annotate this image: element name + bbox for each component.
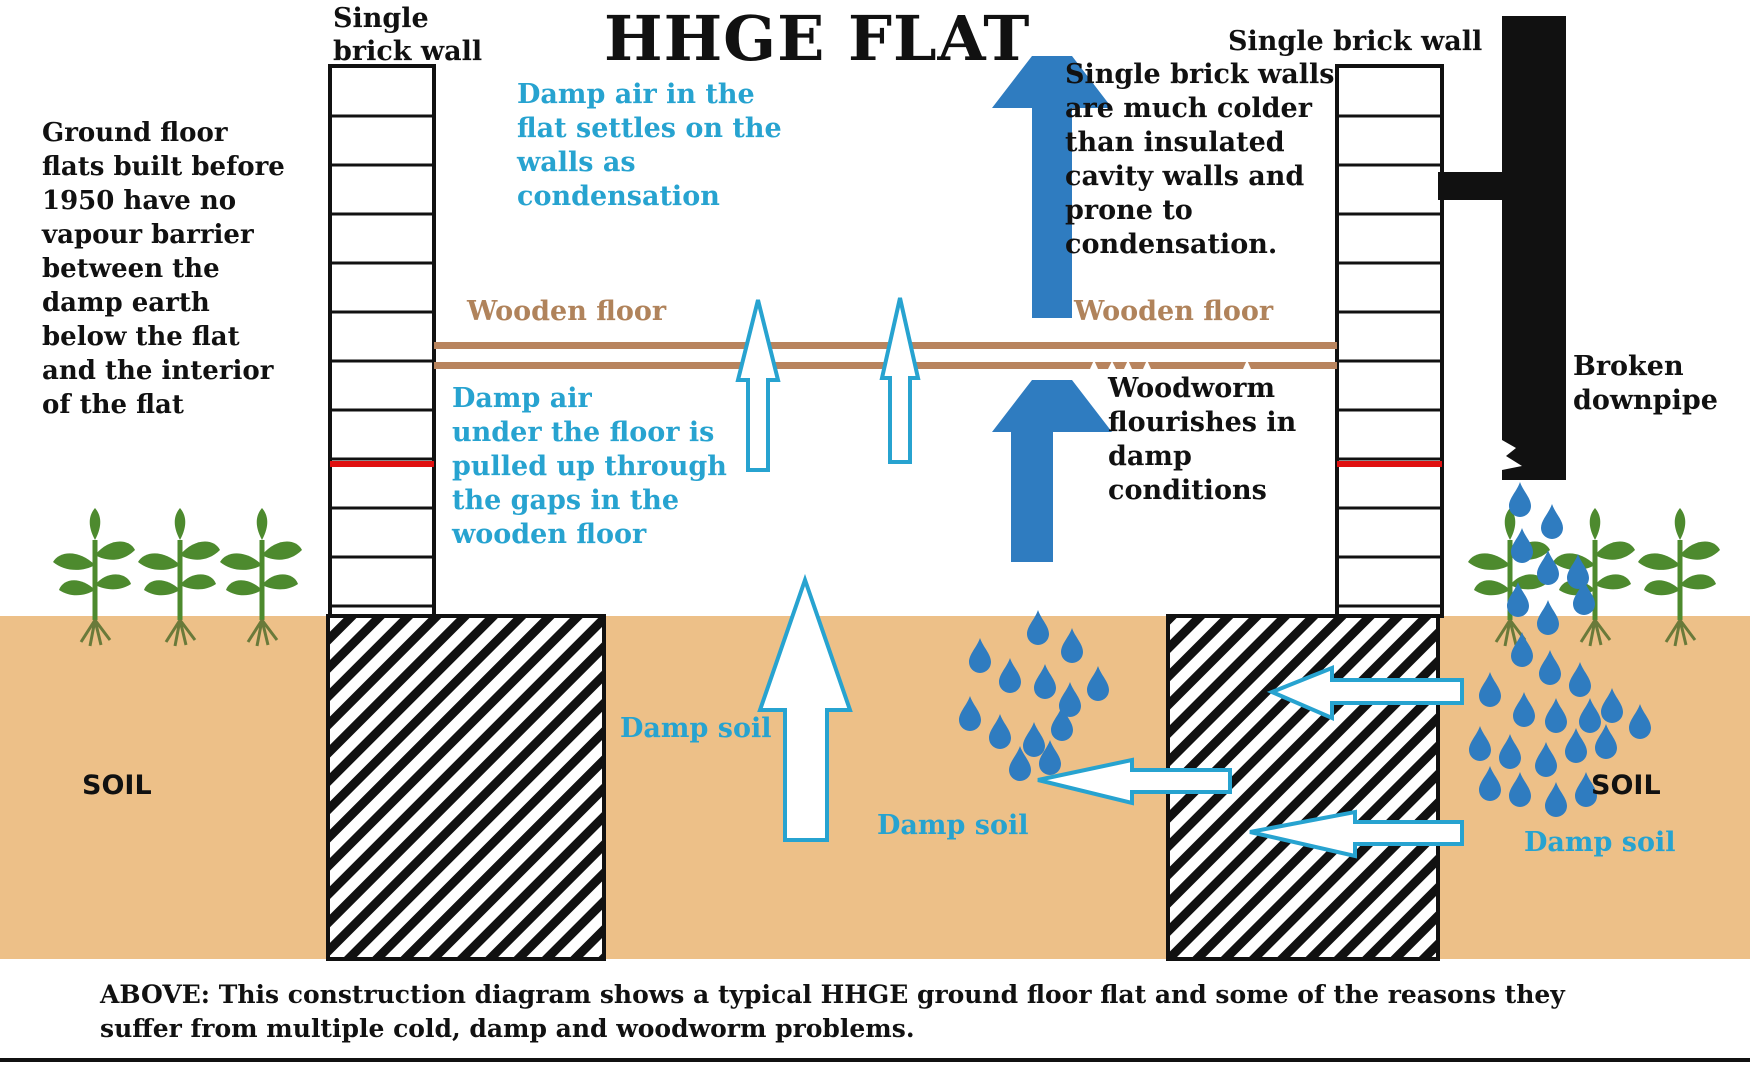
hollow-left-arrow-1 (1266, 665, 1464, 722)
left-brick-wall (328, 64, 436, 618)
hollow-up-arrow-soil (757, 573, 853, 842)
water-drop (1545, 782, 1567, 817)
water-drop (1061, 628, 1083, 663)
water-drop (999, 658, 1021, 693)
water-drop (1511, 528, 1533, 563)
water-drop (1629, 704, 1651, 739)
water-drop (1039, 740, 1061, 775)
soil-ground (0, 616, 1750, 959)
broken-downpipe (1438, 16, 1566, 480)
damp-soil-right-label: Damp soil (1524, 827, 1676, 858)
single-brick-walls-colder-note: Single brick walls are much colder than … (1065, 59, 1335, 260)
soil-left-label: SOIL (82, 770, 152, 801)
single-brick-wall-left-label: Single brick wall (333, 3, 483, 67)
blue-up-arrow-upper (992, 56, 1112, 318)
water-drop (1511, 632, 1533, 667)
water-drop (1545, 698, 1567, 733)
left-foundation (326, 614, 606, 961)
water-drop (1513, 692, 1535, 727)
soil-right-label: SOIL (1591, 770, 1661, 801)
woodworm-marks (1090, 360, 1251, 369)
damp-soil-center-label: Damp soil (620, 713, 772, 744)
water-drop (1579, 698, 1601, 733)
water-drop (1595, 724, 1617, 759)
single-brick-wall-right-label: Single brick wall (1228, 26, 1483, 57)
broken-downpipe-label: Broken downpipe (1573, 351, 1718, 416)
water-drop (1479, 672, 1501, 707)
water-drop (1034, 664, 1056, 699)
hollow-left-arrow-2 (1037, 757, 1232, 806)
water-drop (1087, 666, 1109, 701)
right-brick-wall (1335, 64, 1444, 618)
hollow-left-arrow-3 (1249, 809, 1464, 859)
water-drop (1569, 662, 1591, 697)
water-drop (1479, 766, 1501, 801)
water-drop (1601, 688, 1623, 723)
damp-air-under-floor-label: Damp air under the floor is pulled up th… (452, 383, 727, 550)
water-drop (1507, 582, 1529, 617)
water-drop (1051, 706, 1073, 741)
damp-soil-lower-label: Damp soil (877, 810, 1029, 841)
water-drop (1535, 742, 1557, 777)
water-drop (1469, 726, 1491, 761)
diagram-caption: ABOVE: This construction diagram shows a… (100, 980, 1565, 1043)
water-drop (1567, 554, 1589, 589)
hollow-up-arrow-floor-2 (879, 297, 921, 464)
water-drop (1027, 610, 1049, 645)
wooden-floor-left-label: Wooden floor (467, 296, 667, 327)
water-drop (1537, 550, 1559, 585)
bottom-rule (0, 1058, 1750, 1062)
water-drop (959, 696, 981, 731)
water-drop (1009, 746, 1031, 781)
water-drop (1575, 772, 1597, 807)
hollow-up-arrow-floor-1 (735, 299, 781, 472)
wooden-floor-top-board (434, 342, 1337, 349)
water-drop (1539, 650, 1561, 685)
woodworm-note: Woodworm flourishes in damp conditions (1108, 373, 1297, 506)
water-drop (969, 638, 991, 673)
water-drops (959, 482, 1651, 817)
water-drop (1565, 728, 1587, 763)
water-drop (1537, 600, 1559, 635)
blue-up-arrow-lower (992, 380, 1112, 562)
water-drop (1509, 772, 1531, 807)
water-drop (1573, 580, 1595, 615)
water-drop (1509, 482, 1531, 517)
water-drop (1541, 504, 1563, 539)
diagram-title: HHGE FLAT (604, 2, 1031, 75)
water-drop (1499, 734, 1521, 769)
wooden-floor-right-label: Wooden floor (1074, 296, 1274, 327)
water-drop (1059, 682, 1081, 717)
ground-floor-vapour-barrier-note: Ground floor flats built before 1950 hav… (42, 118, 285, 420)
water-drop (989, 714, 1011, 749)
water-drop (1023, 722, 1045, 757)
damp-air-condensation-label: Damp air in the flat settles on the wall… (517, 79, 782, 212)
